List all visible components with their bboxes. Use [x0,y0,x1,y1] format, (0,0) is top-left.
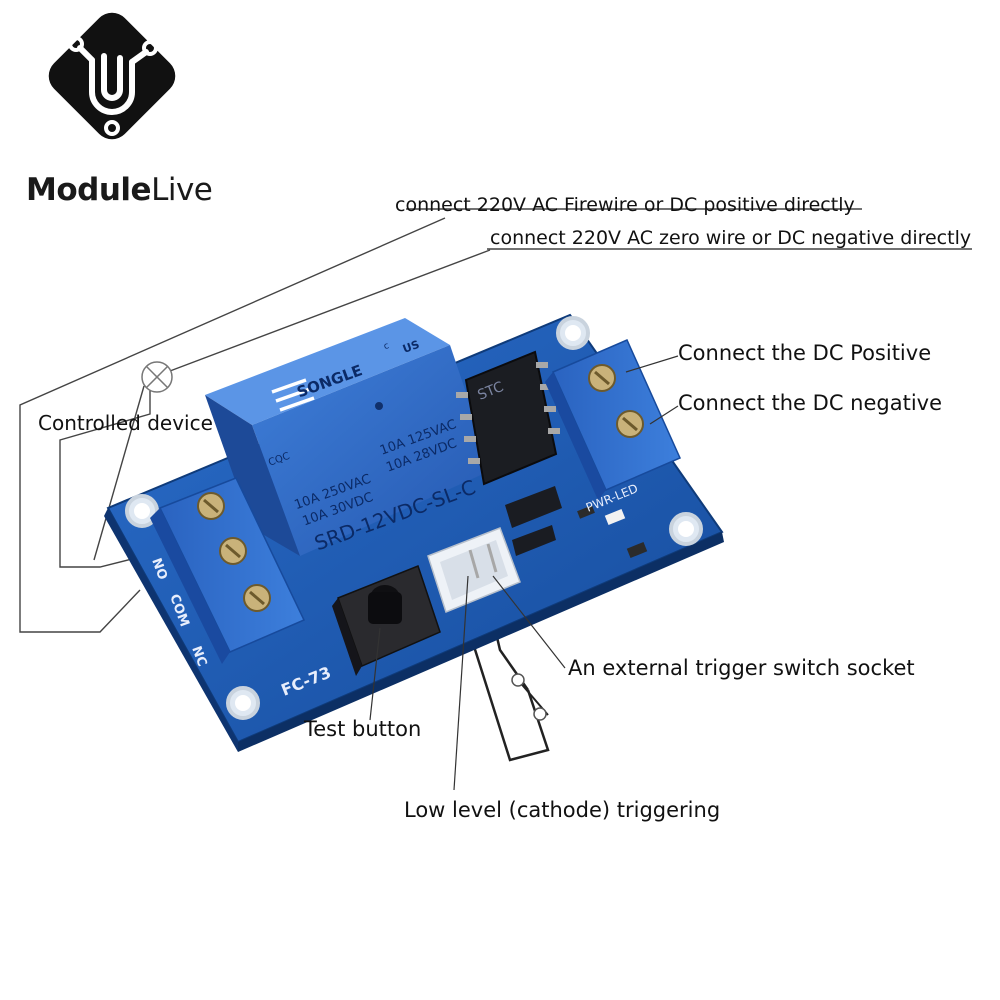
pcb-edge [104,508,238,752]
callout-low-level-trigger: Low level (cathode) triggering [404,798,721,822]
switch-contact [533,707,547,721]
terminal-label-no: NO [148,556,170,582]
leader-dc-positive [625,355,679,373]
lamp-icon [141,361,173,393]
trigger-socket [427,527,521,613]
pcb-edge [238,532,724,752]
logo-node [104,120,120,136]
callout-leaders [369,355,679,791]
relay-us-mark: US [401,338,421,356]
dc-terminal-block [545,339,681,500]
pwr-led [604,508,626,526]
wire-lamp-return [93,385,145,561]
mounting-holes [125,316,703,720]
brand-logo [48,12,176,140]
ic-chip: STC [456,350,560,486]
relay-side-face [205,395,300,556]
test-button-switch [332,565,441,676]
smd-components [505,486,648,559]
external-wiring [19,208,972,633]
relay-c-mark: c [383,341,391,352]
brand-name-bold: Module [26,172,152,208]
relay-front-face [252,345,492,556]
relay-indicator-dot [375,402,383,410]
songle-logo-mark [271,378,315,412]
ic-pins [456,362,560,464]
callout-trigger-socket: An external trigger switch socket [568,656,915,680]
leader-trigger-socket [492,575,566,669]
relay: SONGLE CQC c US 10A 250VAC 10A 125VAC 10… [205,318,492,556]
logo-node [142,40,158,56]
leader-dc-negative [649,405,679,425]
wire-ac-live [19,217,446,633]
wire-ac-zero [161,249,491,375]
relay-top-face [205,318,450,425]
callout-ac-zero: connect 220V AC zero wire or DC negative… [490,227,972,249]
callout-test-button: Test button [304,717,422,741]
logo-badge [48,12,176,140]
logo-circuit [77,45,149,115]
switch-contact [511,673,525,687]
logo-node [68,36,84,52]
callout-dc-negative: Connect the DC negative [678,391,942,415]
relay-module-board: SONGLE CQC c US 10A 250VAC 10A 125VAC 10… [104,313,724,752]
wire-device-loop [59,380,151,568]
brand-name-light: Live [151,172,213,208]
terminal-label-nc: NC [188,644,209,668]
relay-terminal-block: NO COM NC [148,477,306,669]
callout-dc-positive: Connect the DC Positive [678,341,932,365]
leader-low-level [453,575,469,791]
callout-controlled-device: Controlled device [38,411,213,435]
brand-name: ModuleLive [26,172,213,208]
callout-ac-live: connect 220V AC Firewire or DC positive … [395,194,855,216]
leader-test-button [369,627,381,721]
